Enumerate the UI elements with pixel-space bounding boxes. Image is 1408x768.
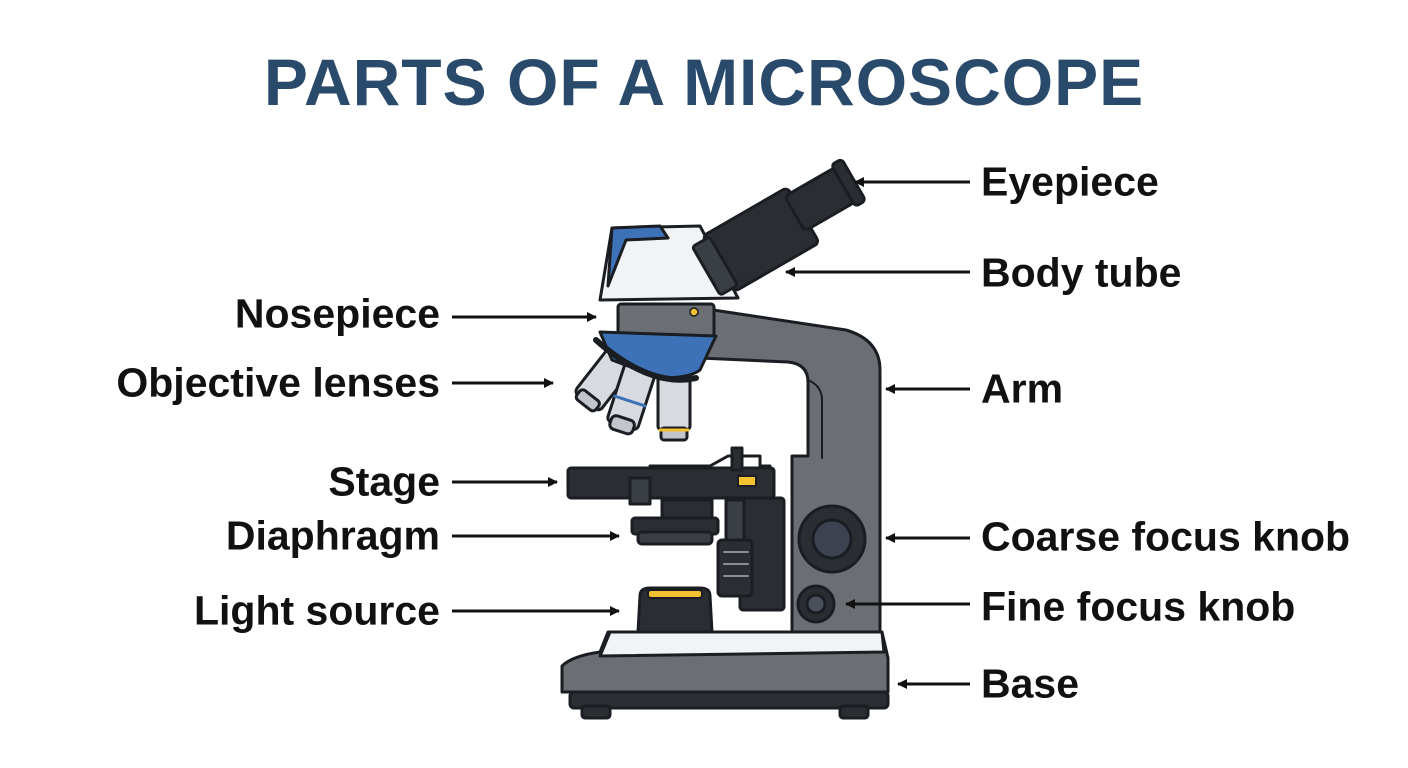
label-nosepiece: Nosepiece xyxy=(234,290,440,337)
label-stage: Stage xyxy=(328,458,440,505)
microscope-body-tube xyxy=(691,187,819,296)
label-light-source: Light source xyxy=(193,587,440,634)
label-fine-focus-knob: Fine focus knob xyxy=(981,583,1296,630)
label-arm: Arm xyxy=(981,365,1064,412)
label-coarse-focus-knob: Coarse focus knob xyxy=(981,513,1351,560)
coarse-focus-knob xyxy=(797,504,867,574)
label-diaphragm: Diaphragm xyxy=(225,512,440,559)
label-base: Base xyxy=(981,660,1080,707)
microscope-light-source xyxy=(636,586,714,634)
fine-focus-knob xyxy=(796,584,836,624)
microscope-diaphragm xyxy=(630,498,720,546)
leader-arrows xyxy=(452,177,970,689)
microscope-nosepiece xyxy=(593,302,718,383)
microscope-eyepiece xyxy=(785,158,866,231)
label-objective-lenses: Objective lenses xyxy=(116,359,440,406)
diagram-title: PARTS OF A MICROSCOPE xyxy=(263,45,1145,119)
microscope-base xyxy=(560,630,890,720)
microscope-stage xyxy=(566,446,776,506)
label-eyepiece: Eyepiece xyxy=(981,158,1159,205)
label-body-tube: Body tube xyxy=(981,249,1182,296)
rack-column xyxy=(716,496,786,612)
